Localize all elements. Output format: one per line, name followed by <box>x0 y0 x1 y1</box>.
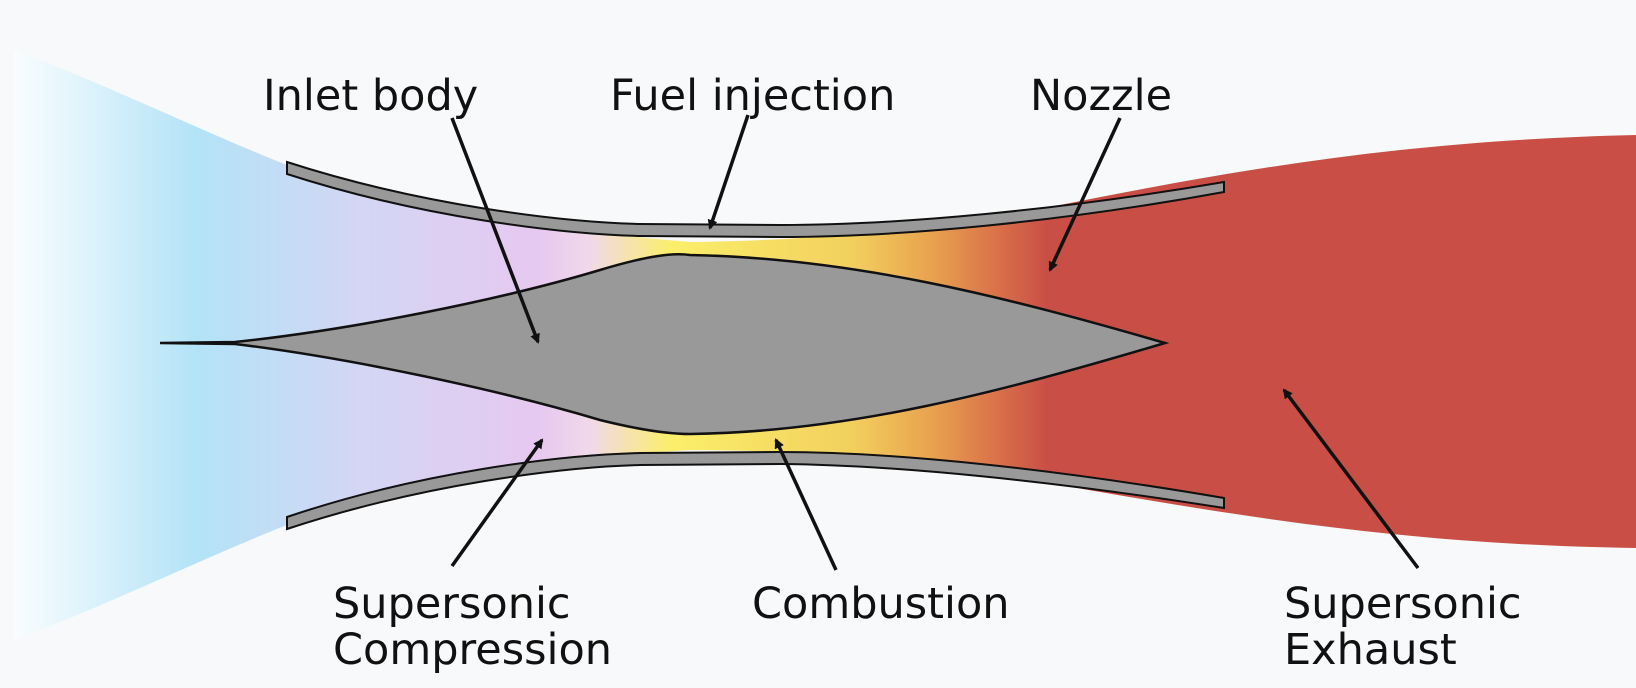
label-supersonic-exhaust-line2: Exhaust <box>1284 625 1457 675</box>
inlet-body-arrow <box>450 117 540 344</box>
label-nozzle: Nozzle <box>1030 71 1172 121</box>
center-body <box>159 253 1170 436</box>
label-fuel-injection: Fuel injection <box>610 71 895 121</box>
label-supersonic-compression-line1: Supersonic <box>333 579 571 629</box>
label-supersonic-compression: Supersonic Compression <box>333 579 612 675</box>
label-inlet-body: Inlet body <box>263 71 478 121</box>
label-supersonic-exhaust: Supersonic Exhaust <box>1284 579 1535 675</box>
label-combustion: Combustion <box>752 579 1010 629</box>
upper-cowl <box>286 160 1225 239</box>
combustion-arrow <box>774 438 838 571</box>
label-supersonic-exhaust-line1: Supersonic <box>1284 579 1522 629</box>
supersonic-exhaust-arrow <box>1282 388 1420 570</box>
nozzle-arrow <box>1048 117 1122 272</box>
supersonic-compression-arrow <box>450 438 544 568</box>
fuel-injection-arrow <box>707 114 750 230</box>
label-supersonic-compression-line2: Compression <box>333 625 612 675</box>
